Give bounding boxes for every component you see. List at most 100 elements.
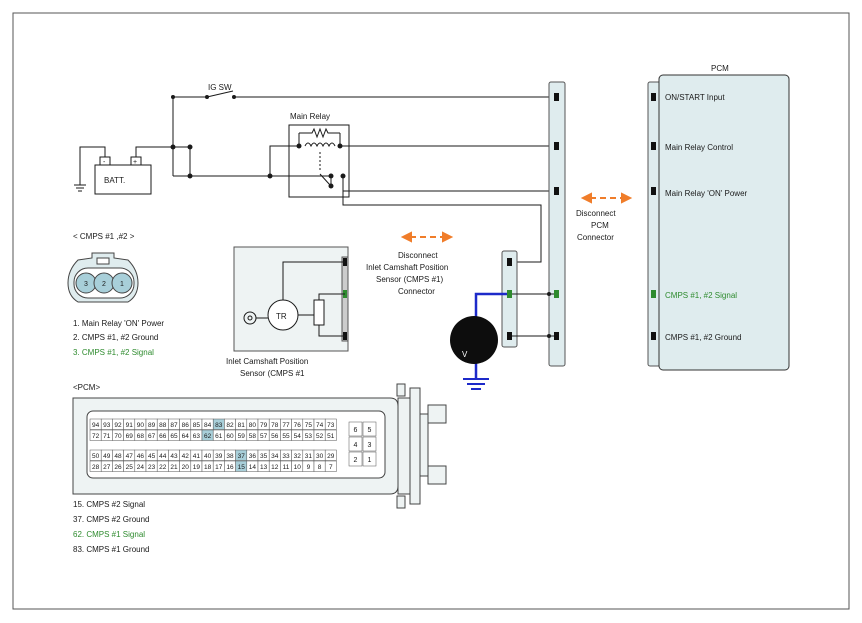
pcm-pin-number: 87 (170, 422, 178, 429)
pcm-pin-number: 55 (282, 433, 290, 440)
sensor-caption-1: Inlet Camshaft Position (226, 357, 308, 366)
battery-plus: + (133, 159, 137, 166)
pcm-pin-number: 33 (282, 453, 290, 460)
pcm-pin-number: 13 (260, 464, 268, 471)
pcm-pin-number: 90 (137, 422, 145, 429)
pcm-pin-number: 56 (271, 433, 279, 440)
pcm-legend-83: 83. CMPS #1 Ground (73, 545, 149, 554)
pcm-connector-body (72, 383, 447, 509)
pcm-pin-number: 86 (182, 422, 190, 429)
pcm-pin-number: 48 (114, 453, 122, 460)
pcm-small-pin-cell (348, 436, 363, 452)
pcm-pin-number: 31 (305, 453, 313, 460)
pcm-small-pin-cell (362, 451, 377, 467)
pcm-pin-number: 45 (148, 453, 156, 460)
pcm-pin-number: 57 (260, 433, 268, 440)
pcm-pin-on-start: ON/START Input (665, 93, 725, 102)
pcm-pin-number: 35 (260, 453, 268, 460)
pcm-pin-number: 88 (159, 422, 167, 429)
junction-dots (170, 95, 346, 189)
pcm-small-pin-number: 2 (354, 457, 358, 464)
pcm-pin-number: 10 (294, 464, 302, 471)
pcm-small-pin-cell (348, 421, 363, 437)
tr-label: TR (276, 312, 287, 321)
pcm-pin-number: 89 (148, 422, 156, 429)
pcm-pin-relay-control: Main Relay Control (665, 143, 733, 152)
pcm-pin-number: 73 (327, 422, 335, 429)
pcm-pin-cell (324, 418, 337, 430)
pcm-pin-number: 66 (159, 433, 167, 440)
pcm-pin-number: 7 (329, 464, 333, 471)
pcm-pin-number: 63 (193, 433, 201, 440)
battery-minus: - (103, 159, 106, 166)
pcm-pin-number: 84 (204, 422, 212, 429)
pcm-pin-number: 26 (114, 464, 122, 471)
pcm-small-pin-cell (362, 436, 377, 452)
pcm-pin-cmps-ground: CMPS #1, #2 Ground (665, 333, 741, 342)
disconnect-arrow-sensor (400, 231, 454, 243)
pcm-pin-number: 54 (294, 433, 302, 440)
pcm-pin-number: 82 (226, 422, 234, 429)
voltmeter: V (450, 292, 507, 390)
pcm-pin-number: 46 (137, 453, 145, 460)
main-relay-label: Main Relay (290, 112, 330, 121)
pcm-pin-number: 12 (271, 464, 279, 471)
sensor-caption-2: Sensor (CMPS #1 (240, 369, 305, 378)
disconnect-sensor-4: Connector (398, 287, 435, 296)
pcm-pin-number: 29 (327, 453, 335, 460)
cmps-legend-3: 3. CMPS #1, #2 Signal (73, 348, 154, 357)
pcm-pin-number: 38 (226, 453, 234, 460)
pcm-pin-number: 58 (249, 433, 257, 440)
pcm-pin-number: 30 (316, 453, 324, 460)
pcm-pin-number: 92 (114, 422, 122, 429)
pcm-pin-number: 61 (215, 433, 223, 440)
pcm-small-pin-cell (348, 451, 363, 467)
pcm-pin-number: 27 (103, 464, 111, 471)
pcm-pin-number: 43 (170, 453, 178, 460)
pcm-pin-number: 72 (92, 433, 100, 440)
pcm-pin-cell (324, 460, 337, 472)
pcm-module (647, 74, 790, 371)
disconnect-sensor-1: Disconnect (398, 251, 438, 260)
pcm-pin-number: 14 (249, 464, 257, 471)
pcm-small-pin-number: 6 (354, 427, 358, 434)
pcm-pin-number: 36 (249, 453, 257, 460)
pcm-pin-number: 91 (126, 422, 134, 429)
pcm-pin-number: 76 (294, 422, 302, 429)
pcm-pin-number: 51 (327, 433, 335, 440)
pcm-pin-cell (324, 449, 337, 461)
pcm-legend-37: 37. CMPS #2 Ground (73, 515, 149, 524)
pcm-pin-number: 53 (305, 433, 313, 440)
pcm-pin-number: 40 (204, 453, 212, 460)
sensor-connector-strip (501, 250, 518, 348)
pcm-legend-15: 15. CMPS #2 Signal (73, 500, 145, 509)
pcm-small-pin-number: 5 (368, 427, 372, 434)
power-circuit (74, 90, 557, 263)
pcm-small-pin-number: 3 (368, 442, 372, 449)
pcm-pin-number: 20 (182, 464, 190, 471)
disconnect-pcm-1: Disconnect (576, 209, 616, 218)
cmps-pin-1: 1 (120, 281, 124, 288)
disconnect-sensor-3: Sensor (CMPS #1) (376, 275, 443, 284)
ig-sw-label: IG SW (208, 83, 232, 92)
pcm-pin-number: 50 (92, 453, 100, 460)
pcm-pin-number: 24 (137, 464, 145, 471)
pcm-pin-number: 64 (182, 433, 190, 440)
pcm-pin-number: 69 (126, 433, 134, 440)
pcm-pin-number: 52 (316, 433, 324, 440)
cmps-pin-2: 2 (102, 281, 106, 288)
pcm-pin-number: 23 (148, 464, 156, 471)
pcm-pin-number: 11 (283, 464, 290, 471)
diagram-border (12, 12, 850, 610)
pcm-pin-number: 28 (92, 464, 100, 471)
battery-label: BATT. (104, 176, 125, 185)
pcm-pin-number: 39 (215, 453, 223, 460)
cmps-legend-1: 1. Main Relay 'ON' Power (73, 319, 164, 328)
pcm-pin-relay-on-power: Main Relay 'ON' Power (665, 189, 748, 198)
cmps-legend-2: 2. CMPS #1, #2 Ground (73, 333, 158, 342)
pcm-pin-number: 32 (294, 453, 302, 460)
pcm-pin-number: 83 (215, 422, 223, 429)
battery (94, 164, 152, 195)
